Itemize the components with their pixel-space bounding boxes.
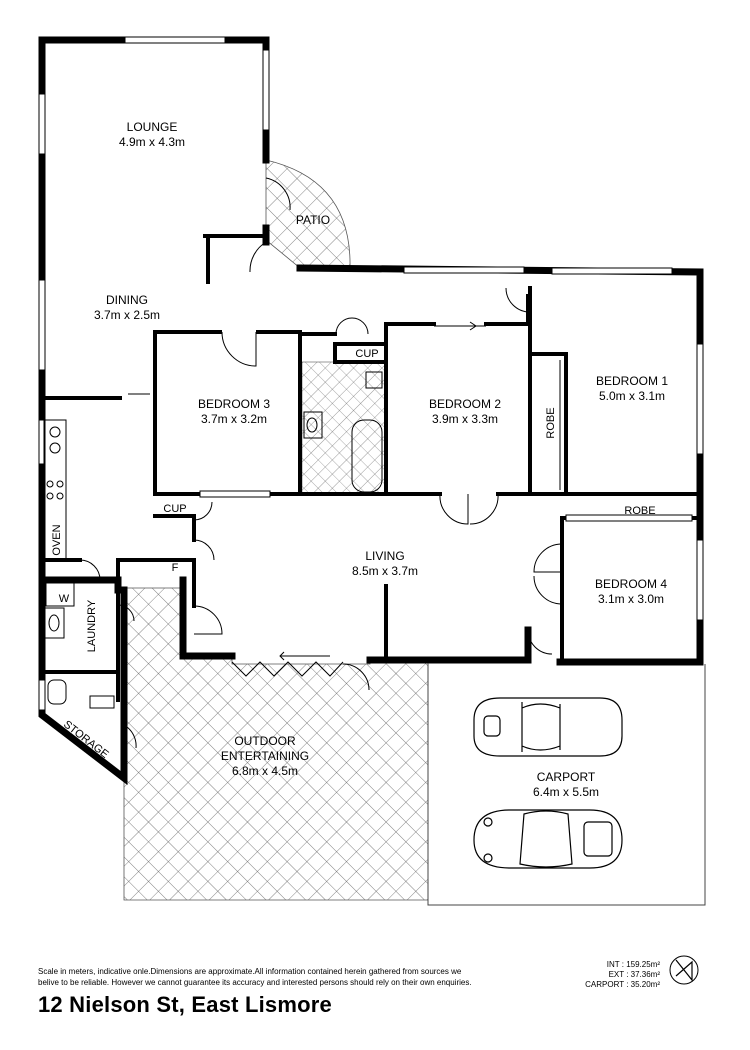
bedroom4-label: BEDROOM 4 — [595, 577, 667, 591]
bedroom4-size: 3.1m x 3.0m — [598, 592, 664, 606]
property-address: 12 Nielson St, East Lismore — [38, 992, 332, 1017]
windows — [38, 36, 704, 711]
bathroom-tiles — [301, 361, 387, 495]
bedroom1-size: 5.0m x 3.1m — [599, 389, 665, 403]
room-labels: LOUNGE 4.9m x 4.3m PATIO DINING 3.7m x 2… — [94, 120, 668, 799]
sliding-doors — [128, 321, 486, 677]
disclaimer-line-2: belive to be reliable. However we cannot… — [38, 978, 472, 987]
living-size: 8.5m x 3.7m — [352, 564, 418, 578]
area-int: INT : 159.25m² — [606, 960, 660, 969]
living-label: LIVING — [365, 549, 404, 563]
door-swings — [79, 177, 563, 749]
bedroom3-label: BEDROOM 3 — [198, 397, 270, 411]
area-ext: EXT : 37.36m² — [608, 970, 660, 979]
carport-label: CARPORT — [537, 770, 596, 784]
dining-label: DINING — [106, 293, 148, 307]
robe-label-bed1: ROBE — [545, 407, 557, 438]
fridge-label: F — [172, 562, 179, 574]
compass-icon — [669, 955, 699, 985]
cup-label-hall: CUP — [163, 503, 186, 515]
outdoor-label-2: ENTERTAINING — [221, 749, 309, 763]
carport-size: 6.4m x 5.5m — [533, 785, 599, 799]
patio-label: PATIO — [296, 213, 330, 227]
bedroom2-size: 3.9m x 3.3m — [432, 412, 498, 426]
area-carport: CARPORT : 35.20m² — [585, 980, 660, 989]
fixtures — [43, 360, 561, 709]
oven-label: OVEN — [51, 524, 63, 555]
car-top-icon — [473, 697, 623, 757]
robe-label-bed4: ROBE — [624, 505, 655, 517]
disclaimer-line-1: Scale in meters, indicative onle.Dimensi… — [38, 967, 462, 976]
washer-label: W — [59, 593, 70, 605]
outdoor-size: 6.8m x 4.5m — [232, 764, 298, 778]
outdoor-label-1: OUTDOOR — [234, 734, 296, 748]
bedroom3-size: 3.7m x 3.2m — [201, 412, 267, 426]
bedroom2-label: BEDROOM 2 — [429, 397, 501, 411]
carport-outline — [427, 664, 706, 906]
lounge-size: 4.9m x 4.3m — [119, 135, 185, 149]
bedroom1-label: BEDROOM 1 — [596, 374, 668, 388]
laundry-label: LAUNDRY — [86, 599, 98, 652]
disclaimer-text: Scale in meters, indicative onle.Dimensi… — [38, 966, 558, 988]
car-bottom-icon — [473, 809, 623, 869]
lounge-label: LOUNGE — [127, 120, 178, 134]
cup-label-bath: CUP — [355, 348, 378, 360]
dining-size: 3.7m x 2.5m — [94, 308, 160, 322]
area-summary: INT : 159.25m² EXT : 37.36m² CARPORT : 3… — [560, 960, 660, 990]
